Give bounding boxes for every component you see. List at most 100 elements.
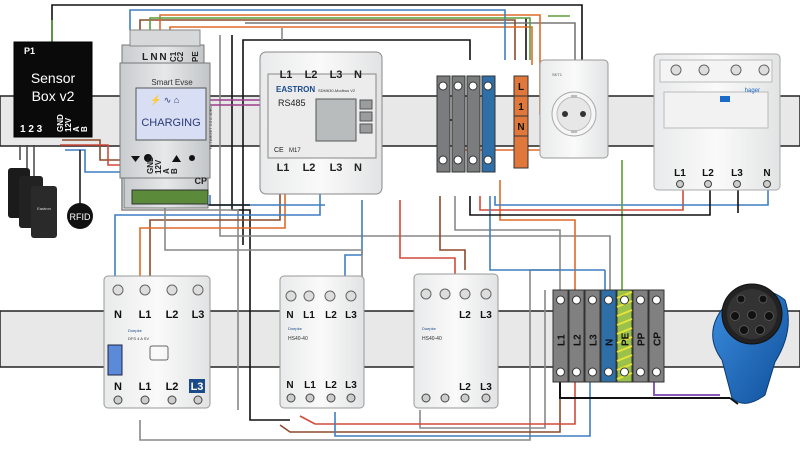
pe-stripe — [616, 327, 633, 335]
fuse-label-l: L — [518, 82, 524, 93]
rcd-model: DFS 4 A SV — [128, 336, 149, 341]
sensor-box-pin-b: B — [80, 126, 89, 132]
terminal-screw — [604, 367, 613, 377]
rcd-top-l2: L2 — [166, 309, 179, 321]
terminal-label-n: N — [605, 339, 616, 346]
eastron-bottom-n: N — [354, 162, 362, 174]
rcd-top-l3: L3 — [192, 309, 205, 321]
smartevse-terminal-c1: C1 — [169, 51, 178, 62]
pe-stripe — [616, 336, 633, 344]
terminal-screw — [636, 367, 645, 377]
sensor-box-pin-gnd: GND — [56, 114, 65, 132]
hager-bottom-n: N — [763, 168, 770, 179]
pe-stripe — [616, 345, 633, 353]
smartevse-terminal-c2: C2 — [176, 51, 185, 62]
terminal-label-l2: L2 — [573, 334, 584, 346]
terminal-label-cp: CP — [653, 332, 664, 346]
contactor2-top-l3: L3 — [480, 310, 492, 321]
eastron-bottom-l1: L1 — [277, 162, 290, 174]
smartevse-extra-button[interactable] — [189, 155, 195, 161]
smartevse-cp-label: CP — [194, 176, 207, 186]
rcd-bottom-n: N — [114, 381, 122, 393]
smartevse-terminal-pe: PE — [191, 51, 200, 62]
pe-stripe — [616, 363, 633, 371]
terminal-n — [600, 289, 617, 383]
rcd-test-toggle[interactable] — [107, 344, 123, 376]
top-terminal-blocks — [436, 75, 496, 173]
smartevse-terminal-b: B — [170, 168, 179, 174]
rfid-label: RFID — [70, 212, 91, 222]
terminal-l3 — [584, 289, 601, 383]
eastron-lcd — [315, 98, 357, 142]
eastron-button-2[interactable] — [359, 111, 373, 122]
rcd-bottom-l1: L1 — [139, 381, 152, 393]
terminal-screw — [588, 367, 597, 377]
terminal-label-l1: L1 — [557, 334, 568, 346]
sensor-box-pin-a: A — [72, 126, 81, 132]
contactor2-top-l2: L2 — [459, 310, 471, 321]
terminal-screw — [652, 295, 661, 305]
eastron-top-n: N — [354, 69, 362, 81]
din-socket: SKT1 — [539, 59, 609, 159]
smartevse-terminal-n1: N — [150, 52, 157, 63]
sensor-box-pin-12v: 12V — [64, 117, 73, 132]
smartevse-terminal-n2: N — [159, 52, 166, 63]
ct-clamps: Eastron — [8, 145, 57, 238]
hager-bottom-l1: L1 — [674, 168, 686, 179]
rcd-top-l1: L1 — [139, 309, 152, 321]
hager-brand: hager — [745, 88, 760, 94]
terminal-screw — [572, 367, 581, 377]
terminal-screw — [572, 295, 581, 305]
contactor1-top-l1: L1 — [303, 310, 315, 321]
fuse-label-n: N — [517, 122, 524, 133]
terminal-l1 — [552, 289, 569, 383]
smartevse-controller: L N N C1 C2 PE Smart Evse CHARGING ⚡ ∿ ⌂… — [119, 29, 213, 209]
type2-charging-plug — [712, 283, 789, 405]
smartevse-brand: Smart Evse — [151, 78, 193, 87]
pe-stripe — [616, 291, 633, 299]
contactor1-top-l3: L3 — [345, 310, 357, 321]
contactor1-bottom-l1: L1 — [304, 380, 316, 391]
eastron-bottom-l2: L2 — [303, 162, 316, 174]
ct-clamp-label: Eastron — [37, 206, 51, 211]
contactor-1: N L1 L2 L3 Doepke HS40-40 N L1 L2 L3 — [279, 275, 365, 409]
eastron-bottom-l3: L3 — [330, 162, 343, 174]
pe-stripe — [616, 309, 633, 317]
smartevse-right-arrow-button[interactable] — [172, 155, 181, 162]
terminal-pp — [632, 289, 649, 383]
svg-text:⚡ ∿ ⌂: ⚡ ∿ ⌂ — [150, 94, 179, 106]
terminal-cp — [648, 289, 665, 383]
smartevse-terminal-a: A — [162, 168, 171, 174]
terminal-l2 — [568, 289, 585, 383]
smartevse-terminal-12v: 12V — [154, 159, 163, 174]
rcd-brand: Doepke — [128, 328, 143, 333]
contactor1-brand: Doepke — [288, 326, 303, 331]
eastron-button-1[interactable] — [359, 99, 373, 110]
eastron-top-l2: L2 — [305, 69, 318, 81]
contactor1-top-n: N — [286, 310, 293, 321]
eastron-top-l3: L3 — [330, 69, 343, 81]
eastron-ce-mark: CE — [274, 147, 284, 154]
terminal-screw — [652, 367, 661, 377]
smartevse-terminal-l: L — [142, 52, 148, 63]
terminal-label-pp: PP — [637, 332, 648, 346]
sensor-box-header: P1 — [24, 46, 35, 56]
contactor2-brand: Doepke — [422, 326, 437, 331]
smartevse-display — [135, 87, 207, 141]
smartevse-center-button[interactable] — [144, 154, 152, 162]
smartevse-terminal-gnd: GND — [146, 156, 155, 174]
terminal-screw — [620, 295, 629, 305]
contactor1-model: HS40-40 — [288, 336, 308, 342]
terminal-screw — [620, 367, 629, 377]
hager-mcb: hager L1 L2 L3 N — [653, 53, 781, 191]
terminal-screw — [636, 295, 645, 305]
fuse-label-1: 1 — [518, 102, 524, 113]
contactor1-top-l2: L2 — [325, 310, 337, 321]
rcd-bottom-l2: L2 — [166, 381, 179, 393]
smartevse-left-arrow-button[interactable] — [131, 156, 140, 162]
terminal-label-l3: L3 — [589, 334, 600, 346]
rfid-reader: RFID — [67, 150, 93, 229]
smartevse-side-label: TC-TARGET 3.0 A 4DEC — [208, 106, 213, 150]
eastron-button-3[interactable] — [359, 123, 373, 134]
